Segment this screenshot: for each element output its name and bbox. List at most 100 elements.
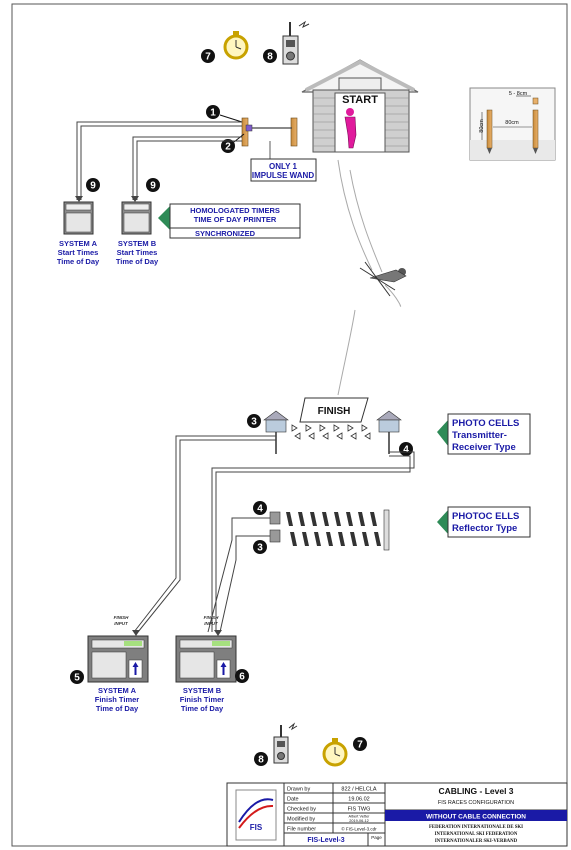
modified-by-label: Modified by bbox=[287, 817, 315, 823]
photocells-tr-line1: PHOTO CELLS bbox=[452, 418, 519, 429]
org-line-2: INTERNATIONAL SKI FEDERATION bbox=[435, 832, 518, 837]
start-wand-contact bbox=[245, 124, 253, 132]
date-label: Date bbox=[287, 797, 299, 803]
system-b-start-line3: Time of Day bbox=[116, 257, 159, 266]
number-badge-3-top bbox=[247, 414, 261, 428]
finish-cable-arrows bbox=[132, 630, 222, 636]
badge-4-top-label: 4 bbox=[403, 445, 409, 456]
radio-transmitter-icon bbox=[282, 20, 310, 65]
radio-transmitter-bottom-icon bbox=[273, 722, 298, 764]
dimension-height: 80cm bbox=[479, 119, 485, 133]
finish-input-b-line1: FINISH bbox=[204, 615, 220, 620]
badge-9b-label: 9 bbox=[150, 181, 156, 192]
badge-7-label: 7 bbox=[205, 52, 211, 63]
org-line-1: FEDERATION INTERNATIONALE DE SKI bbox=[429, 825, 523, 830]
ski-track bbox=[337, 159, 402, 396]
title-block bbox=[226, 782, 568, 847]
checked-by-label: Checked by bbox=[287, 807, 316, 813]
pointer-1 bbox=[219, 114, 243, 123]
badge-9a-label: 9 bbox=[90, 181, 96, 192]
badge-6-label: 6 bbox=[239, 672, 245, 683]
title-block-subtitle: FIS RACES CONFIGURATION bbox=[438, 800, 514, 806]
start-post-left bbox=[241, 117, 249, 147]
org-line-3: INTERNATIONALER SKI-VERBAND bbox=[435, 839, 518, 844]
finish-timer-b bbox=[175, 635, 237, 683]
badge-7-bottom-label: 7 bbox=[357, 740, 363, 751]
drawn-by-label: Drawn by bbox=[287, 787, 310, 793]
finish-cables bbox=[133, 435, 415, 633]
photocells-reflector-callout bbox=[437, 506, 531, 538]
modified-by-value-1: Albert Vetter bbox=[349, 815, 371, 819]
system-a-finish-line3: Time of Day bbox=[96, 704, 139, 713]
badge-4-bottom-label: 4 bbox=[257, 504, 263, 515]
photocells-tr-callout bbox=[437, 413, 531, 455]
impulse-wand-label-box bbox=[250, 141, 317, 182]
fis-logo-text: FIS bbox=[250, 823, 263, 832]
stopwatch-icon bbox=[223, 31, 249, 60]
start-cables bbox=[76, 121, 242, 200]
number-badge-1 bbox=[206, 105, 220, 119]
photocell-transmitter bbox=[263, 410, 289, 454]
finish-timer-a bbox=[87, 635, 149, 683]
badge-8-bottom-label: 8 bbox=[258, 755, 264, 766]
system-a-start-line2: Start Times bbox=[58, 248, 99, 257]
dimension-gap: 5 - 8cm bbox=[509, 91, 528, 97]
title-block-mode: WITHOUT CABLE CONNECTION bbox=[426, 814, 526, 821]
start-post-right bbox=[290, 117, 298, 147]
number-badge-4-bottom bbox=[253, 501, 267, 515]
printer-callout-line3: SYNCHRONIZED bbox=[195, 229, 256, 238]
number-badge-8 bbox=[263, 49, 277, 63]
finish-line-gates bbox=[291, 424, 371, 440]
page-label: Page bbox=[371, 835, 382, 840]
post-dimension-inset bbox=[469, 87, 556, 161]
finish-banner bbox=[299, 397, 369, 423]
system-b-finish-line2: Finish Timer bbox=[180, 695, 225, 704]
system-a-start-line1: SYSTEM A bbox=[59, 239, 98, 248]
number-badge-5 bbox=[70, 670, 84, 684]
photocells-ref-line1: PHOTOC ELLS bbox=[452, 511, 519, 522]
badge-2-label: 2 bbox=[225, 142, 231, 153]
number-badge-2 bbox=[221, 139, 235, 153]
number-badge-9b bbox=[146, 178, 160, 192]
start-cable-arrows bbox=[75, 196, 139, 202]
title-block-title: CABLING - Level 3 bbox=[438, 786, 513, 796]
file-number-label: File number bbox=[287, 827, 316, 833]
dimension-width: 80cm bbox=[505, 120, 519, 126]
racer-figure bbox=[344, 108, 357, 149]
skier-figure bbox=[359, 261, 407, 297]
finish-input-b-line2: INPUT bbox=[204, 621, 219, 626]
file-name: FIS-Level-3 bbox=[307, 837, 344, 844]
system-a-finish-line1: SYSTEM A bbox=[98, 686, 137, 695]
system-a-finish-line2: Finish Timer bbox=[95, 695, 140, 704]
modified-by-value-2: 2019-06-12 bbox=[349, 819, 368, 823]
number-badge-3-bottom bbox=[253, 540, 267, 554]
system-b-finish-line1: SYSTEM B bbox=[183, 686, 222, 695]
start-hut bbox=[301, 59, 419, 153]
number-badge-9a bbox=[86, 178, 100, 192]
finish-sign: FINISH bbox=[318, 406, 351, 417]
file-number-value: © FIS-Level-3.cdr bbox=[341, 826, 377, 832]
photocell-receiver bbox=[376, 410, 402, 454]
checked-by-value: FIS TWG bbox=[348, 807, 371, 813]
fis-logo bbox=[235, 789, 277, 841]
impulse-wand-line2: IMPULSE WAND bbox=[252, 171, 314, 180]
printer-callout-line1: HOMOLOGATED TIMERS bbox=[190, 206, 280, 215]
photocells-tr-line2: Transmitter- bbox=[452, 430, 507, 441]
finish-input-a-line1: FINISH bbox=[114, 615, 130, 620]
start-timer-b bbox=[121, 201, 152, 235]
badge-8-label: 8 bbox=[267, 52, 273, 63]
reflector-photocells bbox=[269, 509, 390, 551]
impulse-wand-line1: ONLY 1 bbox=[269, 162, 298, 171]
system-a-start-line3: Time of Day bbox=[57, 257, 100, 266]
badge-1-label: 1 bbox=[210, 108, 216, 119]
number-badge-7 bbox=[201, 49, 215, 63]
photocells-ref-line2: Reflector Type bbox=[452, 523, 517, 534]
finish-input-a-line2: INPUT bbox=[114, 621, 129, 626]
system-b-finish-line3: Time of Day bbox=[181, 704, 224, 713]
system-b-start-line1: SYSTEM B bbox=[118, 239, 157, 248]
number-badge-7-bottom bbox=[353, 737, 367, 751]
drawn-by-value: 822 / HELCLA bbox=[341, 787, 376, 793]
stopwatch-bottom-icon bbox=[322, 738, 348, 767]
printer-callout-line2: TIME OF DAY PRINTER bbox=[194, 215, 277, 224]
